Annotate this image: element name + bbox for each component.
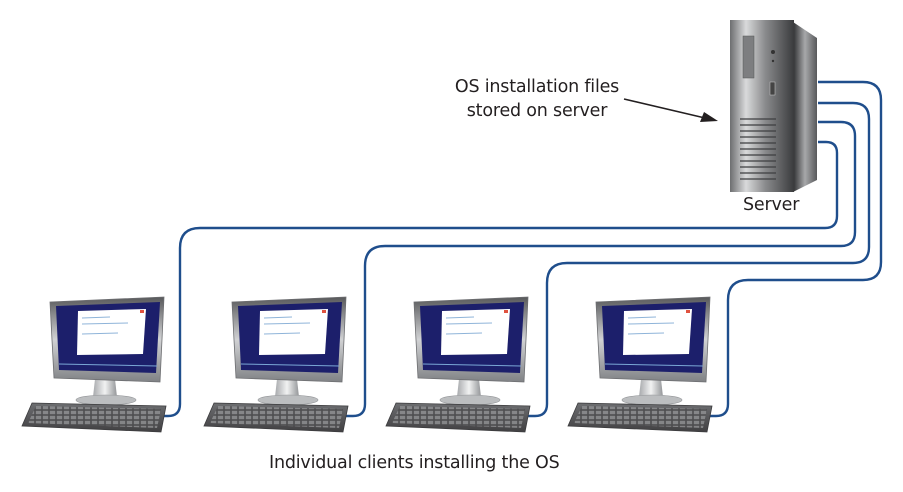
annotation-line-1: OS installation files <box>454 77 620 97</box>
installer-close-button <box>140 310 144 313</box>
client-3 <box>385 296 531 433</box>
screen-taskbar <box>604 363 704 367</box>
server-side <box>793 22 817 192</box>
client-1 <box>21 296 167 433</box>
installer-close-button <box>686 310 690 313</box>
monitor-base <box>257 394 319 406</box>
installer-text-line <box>81 322 129 325</box>
installer-text-line <box>81 332 119 335</box>
annotation-label: OS installation files stored on server <box>432 75 642 123</box>
network-cables <box>163 80 883 418</box>
installer-window <box>623 309 692 355</box>
monitor-stand <box>93 379 117 397</box>
installer-text-line <box>263 332 301 335</box>
installer-text-line <box>445 332 483 335</box>
keyboard-keys <box>28 406 161 428</box>
screen-taskbar <box>422 363 522 367</box>
installer-text-line <box>81 316 111 319</box>
client-2 <box>203 296 349 433</box>
annotation-arrow <box>623 98 718 122</box>
client-computers <box>21 296 713 433</box>
power-led <box>771 59 775 63</box>
cable-client-3 <box>528 101 871 418</box>
monitor-base <box>621 394 683 406</box>
monitor-base <box>439 394 501 406</box>
installer-close-button <box>504 310 508 313</box>
installer-text-line <box>445 316 475 319</box>
monitor-base <box>75 394 137 406</box>
server-front <box>730 20 794 192</box>
keyboard-keys <box>210 406 343 428</box>
keyboard-keys <box>392 406 525 428</box>
installer-text-line <box>627 322 675 325</box>
installer-close-button <box>322 310 326 313</box>
server-label: Server <box>743 195 800 215</box>
client-4 <box>567 296 713 433</box>
cable-client-2 <box>346 120 857 418</box>
monitor-stand <box>639 379 663 397</box>
installer-text-line <box>627 332 665 335</box>
cable-client-1 <box>163 140 839 418</box>
installer-window <box>259 309 328 355</box>
monitor-stand <box>275 379 299 397</box>
monitor-stand <box>457 379 481 397</box>
drive-bay <box>742 35 755 79</box>
usb-port <box>769 81 776 96</box>
screen-taskbar <box>240 363 340 367</box>
installer-text-line <box>263 316 293 319</box>
installer-text-line <box>627 316 657 319</box>
installer-window <box>441 309 510 355</box>
installer-text-line <box>263 322 311 325</box>
screen-taskbar <box>58 363 158 367</box>
cable-client-4 <box>709 80 883 418</box>
server-tower <box>730 20 817 192</box>
clients-label: Individual clients installing the OS <box>269 453 560 473</box>
server-vents <box>740 118 776 180</box>
installer-window <box>77 309 146 355</box>
annotation-line-2: stored on server <box>466 101 608 121</box>
keyboard-keys <box>574 406 707 428</box>
power-button <box>771 50 775 54</box>
installer-text-line <box>445 322 493 325</box>
